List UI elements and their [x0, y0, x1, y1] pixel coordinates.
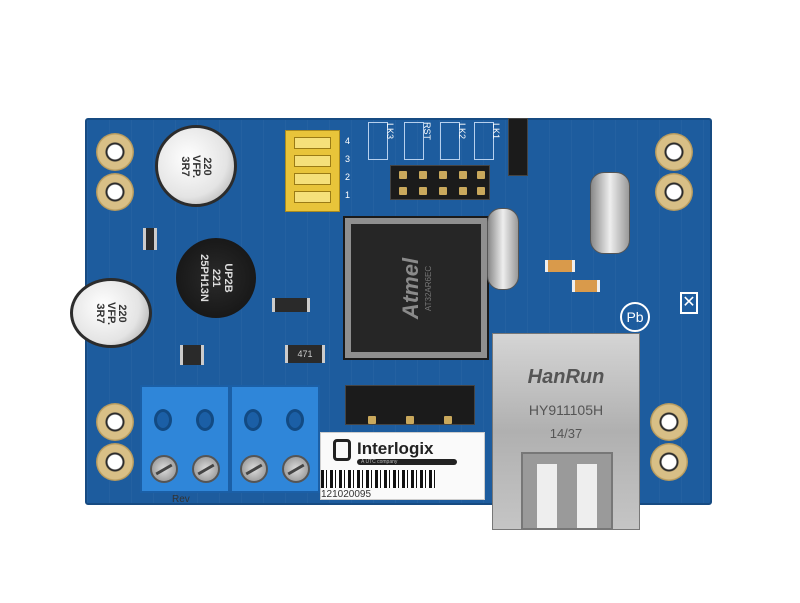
mounting-pad	[96, 443, 134, 481]
cap-value: 220	[116, 303, 129, 323]
dip-number: 1	[345, 190, 351, 200]
dip-number: 2	[345, 172, 351, 182]
inductor-text: 221	[209, 268, 222, 288]
resistor-471: 471	[285, 345, 325, 363]
smd-component	[545, 260, 575, 272]
microcontroller-chip: Atmel AT32AR6EC	[345, 218, 487, 358]
jack-model: HY911105H	[528, 402, 604, 418]
sticker-rev: Rev	[172, 494, 190, 505]
mounting-pad	[96, 173, 134, 211]
mounting-pad	[655, 133, 693, 171]
inductor-text: UP2B	[221, 263, 234, 293]
mounting-pad	[650, 443, 688, 481]
smd-component	[572, 280, 600, 292]
terminal-block[interactable]	[230, 385, 320, 493]
pb-text: Pb	[626, 309, 644, 325]
crystal-oscillator	[487, 208, 519, 290]
interlogix-logo-icon	[333, 439, 351, 461]
inductor-text: 25PH13N	[197, 254, 210, 302]
mcu-brand: Atmel	[398, 257, 424, 319]
jumper-rst[interactable]	[404, 122, 424, 160]
connector-header	[345, 385, 475, 425]
lead-free-icon: Pb	[620, 302, 650, 332]
cap-series: VFP.	[105, 301, 118, 325]
terminal-block[interactable]	[140, 385, 230, 493]
cap-series: VFP.	[190, 154, 203, 178]
mcu-part: AT32AR6EC	[424, 265, 434, 311]
smd-component	[143, 228, 157, 250]
sticker-subtitle: A UTC company	[357, 459, 457, 465]
jumper-label: LK3	[385, 122, 396, 140]
dip-number: 4	[345, 136, 351, 146]
mounting-pad	[96, 133, 134, 171]
pin-header	[390, 165, 490, 200]
jumper-label: LK2	[457, 122, 468, 140]
jumper-lk2[interactable]	[440, 122, 460, 160]
jumper-label: LK1	[491, 122, 502, 140]
resistor-label: 471	[297, 349, 313, 359]
weee-bin-icon: ✕	[680, 292, 698, 314]
dip-switch[interactable]	[285, 130, 340, 212]
cap-value: 220	[201, 156, 214, 176]
crystal-oscillator	[590, 172, 630, 254]
mounting-pad	[655, 173, 693, 211]
cap-code: 3R7	[94, 302, 107, 324]
jumper-lk3[interactable]	[368, 122, 388, 160]
jumper-block[interactable]	[508, 118, 528, 176]
mounting-pad	[650, 403, 688, 441]
jumper-label: RST	[422, 122, 432, 140]
cap-code: 3R7	[179, 155, 192, 177]
dip-switch-numbers: 4 3 2 1	[345, 132, 350, 204]
jack-brand: HanRun	[527, 366, 605, 388]
dip-number: 3	[345, 154, 351, 164]
jack-date: 14/37	[549, 426, 583, 441]
sticker-brand: Interlogix	[357, 439, 434, 458]
jumper-lk1[interactable]	[474, 122, 494, 160]
ethernet-jack[interactable]: HanRun HY911105H 14/37	[492, 333, 640, 530]
rj45-port[interactable]	[521, 452, 613, 530]
mounting-pad	[96, 403, 134, 441]
sticker-serial: 121020095	[321, 489, 372, 500]
product-label: Interlogix A UTC company 121020095	[320, 432, 485, 500]
jumper-small	[272, 298, 310, 312]
barcode	[321, 470, 436, 488]
smd-component	[180, 345, 204, 365]
